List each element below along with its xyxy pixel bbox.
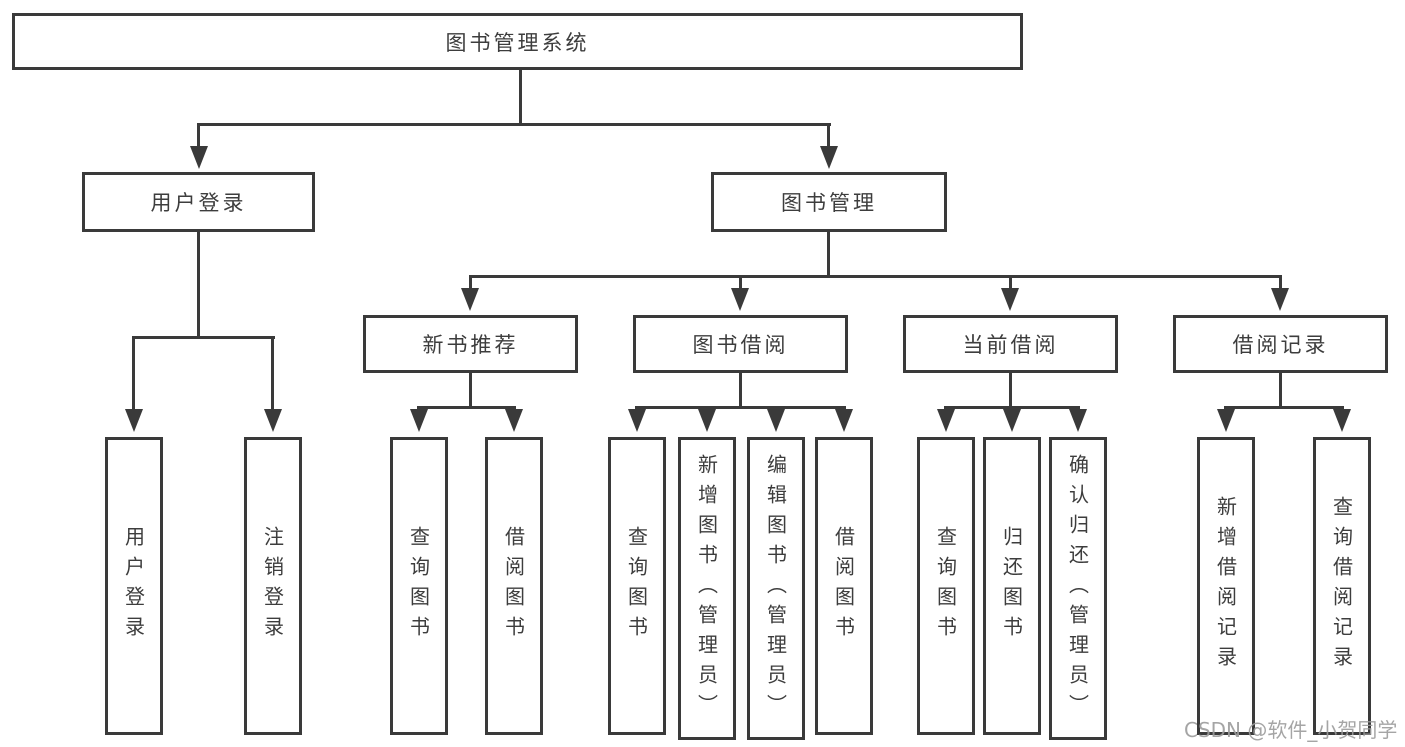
leaf-user-login: 用户登录 (105, 437, 163, 735)
node-label: 借阅记录 (1232, 333, 1329, 357)
connector-line (197, 232, 200, 336)
connector-line (469, 373, 472, 406)
leaf-query-book-current: 查询图书 (917, 437, 975, 735)
leaf-borrow-book-recommend: 借阅图书 (485, 437, 543, 735)
csdn-watermark: CSDN @软件_小贺同学 (1184, 718, 1398, 742)
node-label: 图书管理 (781, 191, 877, 215)
arrow-down-icon (1333, 409, 1351, 432)
arrow-down-icon (1001, 288, 1019, 311)
arrow-down-icon (264, 409, 282, 432)
connector-line (197, 126, 200, 148)
leaf-label: 归还图书 (999, 526, 1024, 646)
connector-line (1009, 373, 1012, 406)
connector-line (469, 275, 1282, 278)
leaf-borrow-book: 借阅图书 (815, 437, 873, 735)
arrow-down-icon (698, 409, 716, 432)
node-book-borrow: 图书借阅 (633, 315, 848, 373)
arrow-down-icon (1069, 409, 1087, 432)
node-new-book-recommend: 新书推荐 (363, 315, 578, 373)
arrow-down-icon (125, 409, 143, 432)
arrow-down-icon (1271, 288, 1289, 311)
connector-line (635, 406, 846, 409)
leaf-label: 新增图书（管理员） (694, 453, 719, 724)
connector-line (739, 373, 742, 406)
leaf-label: 编辑图书（管理员） (763, 453, 788, 724)
node-label: 图书管理系统 (445, 30, 590, 55)
leaf-query-book-borrow: 查询图书 (608, 437, 666, 735)
arrow-down-icon (190, 146, 208, 169)
leaf-add-borrow-record: 新增借阅记录 (1197, 437, 1255, 735)
leaf-label: 注销登录 (260, 526, 285, 646)
leaf-logout: 注销登录 (244, 437, 302, 735)
leaf-label: 新增借阅记录 (1213, 496, 1238, 676)
connector-line (469, 278, 472, 290)
connector-line (827, 232, 830, 275)
connector-line (739, 278, 742, 290)
leaf-label: 借阅图书 (831, 526, 856, 646)
connector-line (827, 126, 830, 148)
leaf-query-borrow-record: 查询借阅记录 (1313, 437, 1371, 735)
leaf-label: 查询图书 (933, 526, 958, 646)
leaf-add-book-admin: 新增图书（管理员） (678, 437, 736, 740)
connector-line (132, 339, 135, 409)
node-borrow-records: 借阅记录 (1173, 315, 1388, 373)
leaf-label: 查询图书 (624, 526, 649, 646)
connector-line (271, 339, 274, 409)
connector-line (1279, 278, 1282, 290)
connector-line (944, 406, 1080, 409)
connector-line (417, 406, 516, 409)
leaf-label: 确认归还（管理员） (1065, 453, 1090, 724)
connector-line (519, 70, 522, 126)
node-label: 图书借阅 (692, 333, 789, 357)
node-library-management-system: 图书管理系统 (12, 13, 1023, 70)
connector-line (1224, 406, 1344, 409)
node-book-management: 图书管理 (711, 172, 947, 232)
leaf-label: 查询图书 (406, 526, 431, 646)
arrow-down-icon (505, 409, 523, 432)
arrow-down-icon (731, 288, 749, 311)
leaf-label: 借阅图书 (501, 526, 526, 646)
leaf-edit-book-admin: 编辑图书（管理员） (747, 437, 805, 740)
node-current-borrow: 当前借阅 (903, 315, 1118, 373)
arrow-down-icon (937, 409, 955, 432)
leaf-confirm-return-admin: 确认归还（管理员） (1049, 437, 1107, 740)
connector-line (197, 123, 831, 126)
arrow-down-icon (767, 409, 785, 432)
leaf-query-book-recommend: 查询图书 (390, 437, 448, 735)
connector-line (132, 336, 275, 339)
arrow-down-icon (628, 409, 646, 432)
arrow-down-icon (1003, 409, 1021, 432)
arrow-down-icon (1217, 409, 1235, 432)
leaf-label: 查询借阅记录 (1329, 496, 1354, 676)
arrow-down-icon (461, 288, 479, 311)
arrow-down-icon (835, 409, 853, 432)
node-label: 新书推荐 (422, 333, 519, 357)
leaf-label: 用户登录 (121, 526, 146, 646)
arrow-down-icon (820, 146, 838, 169)
node-user-login: 用户登录 (82, 172, 315, 232)
node-label: 当前借阅 (962, 333, 1059, 357)
connector-line (1279, 373, 1282, 406)
leaf-return-book: 归还图书 (983, 437, 1041, 735)
arrow-down-icon (410, 409, 428, 432)
connector-line (1009, 278, 1012, 290)
node-label: 用户登录 (150, 191, 247, 215)
